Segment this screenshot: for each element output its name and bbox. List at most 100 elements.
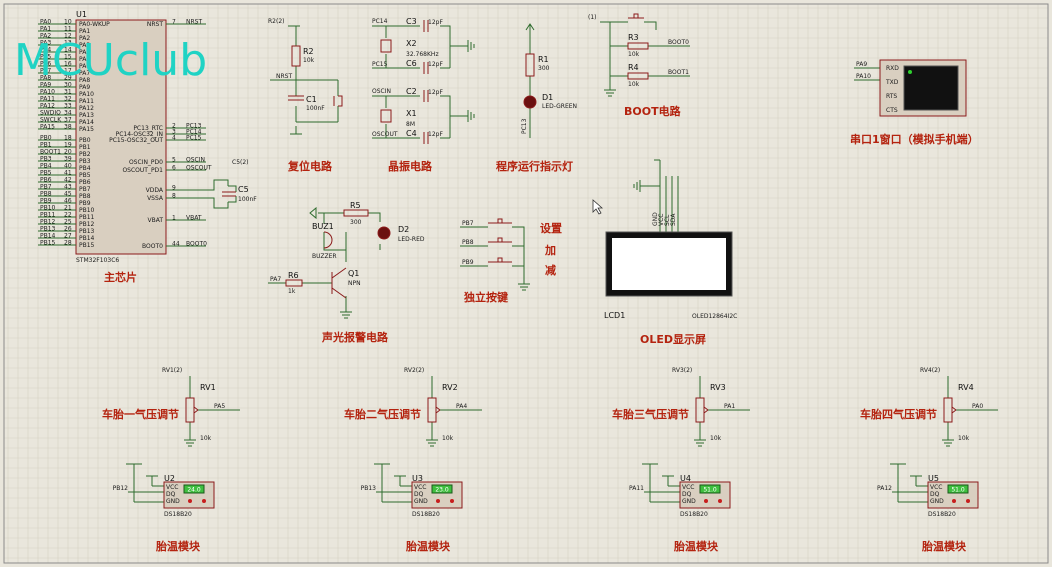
pin-number: 7 [172,19,176,26]
reset-button[interactable] [333,95,343,107]
pin-number: 41 [64,170,72,177]
pin-function: PA10 [79,91,94,98]
pin-function: PB14 [79,235,95,242]
resistor-r1[interactable] [525,53,535,77]
sheet-border [3,3,1049,564]
sensor-up-button[interactable] [966,499,970,503]
oled-display[interactable]: GND VCC SCL SDA LCD1 OLED12864I2C [604,159,737,320]
reset-circuit[interactable]: R2(2) R2 10k NRST C1 100nF [268,18,343,135]
sensor-down-button[interactable] [188,499,192,503]
buzzer-circuit[interactable]: R5 300 D2 LED-RED BUZ1 BUZZER R6 1k PA7 … [268,201,425,319]
sensor-part: DS18B20 [928,511,956,518]
keys-circuit[interactable]: PB7 PB8 PB9 设置 加 减 [460,218,562,291]
pin-number: 44 [172,241,180,248]
crystal-x1[interactable] [380,109,392,123]
resistor-r4[interactable] [627,72,649,80]
sensor-up-button[interactable] [202,499,206,503]
key-set[interactable] [488,218,512,224]
title-temp-1: 胎温模块 [155,539,201,553]
pin-number: 30 [64,82,72,89]
pin-net-label: PA0 [40,19,51,26]
sensor-down-button[interactable] [704,499,708,503]
run-led-circuit[interactable]: R1 300 D1 LED-GREEN PC13 [521,23,577,138]
sensor-up-button[interactable] [450,499,454,503]
sensor-down-button[interactable] [952,499,956,503]
pot-probe: RV4(2) [920,367,940,374]
crystal-x2[interactable] [380,39,392,53]
resistor-r6[interactable] [285,279,303,287]
buzzer-buz1[interactable] [323,231,333,249]
boot-switch[interactable] [628,13,644,19]
key-add[interactable] [488,237,512,243]
led-d2[interactable] [377,226,391,240]
title-reset: 复位电路 [287,159,333,173]
sensor-down-button[interactable] [436,499,440,503]
crystal-circuit[interactable]: PC14 PC15 C3 C6 12pF 12pF X2 32.768KHz O… [372,17,475,144]
capacitor-c5[interactable]: C5 100nF C5(2) [186,159,257,209]
transistor-q1[interactable] [331,267,347,299]
resistor-r5[interactable] [343,209,369,217]
sensor-up-button[interactable] [718,499,722,503]
uart-terminal[interactable]: PA9 PA10 RXD TXD RTS CTS [854,59,967,117]
uart-net-1: PA9 [856,61,867,68]
led-d1[interactable] [523,95,537,109]
title-oled: OLED显示屏 [640,333,706,346]
key-sub[interactable] [488,257,512,263]
resistor-r2[interactable] [291,45,301,67]
sensor-ref: U2 [164,474,175,483]
boot-circuit[interactable]: (1) R3 10k R4 10k BOOT0 BOOT1 [588,13,690,97]
pot-probe: RV2(2) [404,367,424,374]
resistor-r3[interactable] [627,42,649,50]
